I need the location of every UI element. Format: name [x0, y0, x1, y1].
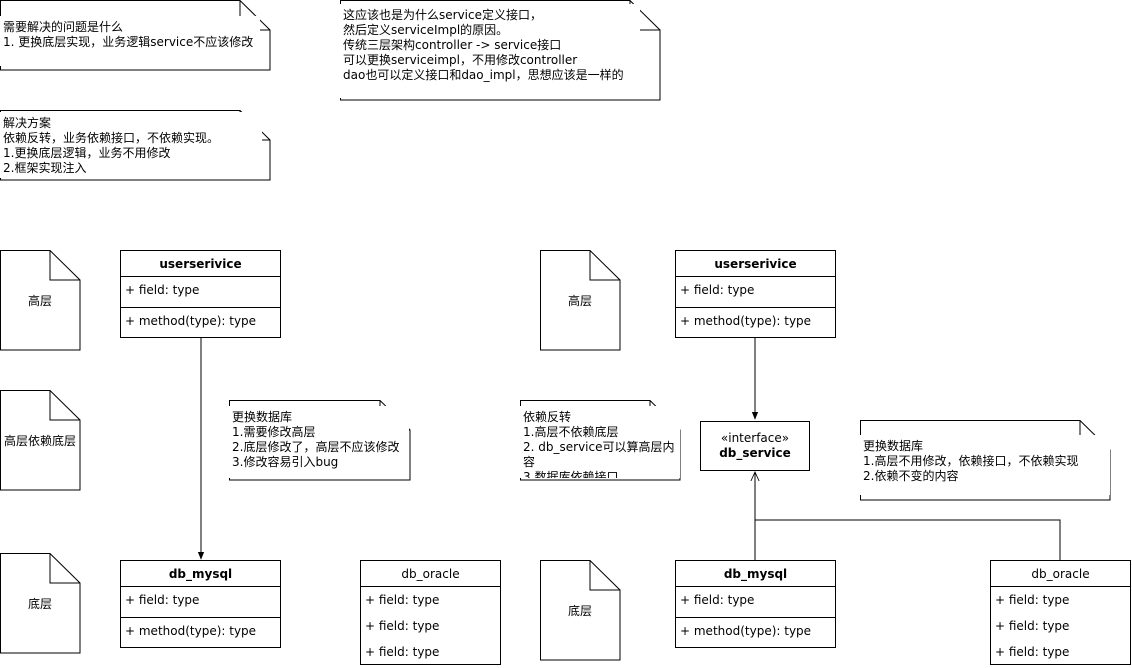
- class-divider: [676, 307, 835, 308]
- implements-line-oracle: [755, 519, 1061, 560]
- class-name: db_oracle: [361, 561, 500, 587]
- label-high-depends-low: 高层依赖底层: [3, 434, 76, 448]
- label-low-right: 底层: [567, 604, 592, 618]
- class-db-mysql-left[interactable]: db_mysql + field: type + method(type): t…: [120, 560, 281, 648]
- note-problem: 需要解决的问题是什么 1. 更换底层实现，业务逻辑service不应该修改: [0, 16, 260, 66]
- class-userservice-right[interactable]: userserivice + field: type + method(type…: [675, 250, 836, 338]
- class-method: + method(type): type: [680, 624, 812, 638]
- note-shape-low-right: [540, 560, 621, 661]
- class-field: + field: type: [125, 283, 200, 297]
- class-db-mysql-right[interactable]: db_mysql + field: type + method(type): t…: [675, 560, 836, 648]
- class-field: + field: type: [365, 593, 440, 607]
- class-field: + field: type: [680, 593, 755, 607]
- note-shape-low-left: [0, 553, 81, 654]
- class-method: + method(type): type: [125, 624, 257, 638]
- class-divider: [121, 617, 280, 618]
- class-field: + field: type: [365, 645, 440, 659]
- class-divider: [121, 307, 280, 308]
- class-name: userserivice: [121, 251, 280, 277]
- class-name: db_oracle: [991, 561, 1130, 587]
- note-solution: 解决方案 依赖反转，业务依赖接口，不依赖实现。 1.更换底层逻辑，业务不用修改 …: [0, 112, 262, 178]
- label-high-right: 高层: [567, 294, 592, 308]
- interface-stereotype: «interface»: [720, 431, 790, 445]
- note-shape-high-right: [540, 250, 621, 351]
- class-field: + field: type: [995, 619, 1070, 633]
- note-shape-high-left: [0, 250, 81, 351]
- note-shape-high-depends-low: [0, 390, 81, 491]
- class-db-oracle-right[interactable]: db_oracle + field: type + field: type + …: [990, 560, 1131, 665]
- note-change-db-right: 更换数据库 1.高层不用修改，依赖接口，不依赖实现 2.依赖不变的内容: [860, 435, 1110, 495]
- note-dip: 依赖反转 1.高层不依赖底层 2. db_service可以算高层内容 3.数据…: [520, 406, 680, 478]
- label-low-left: 底层: [27, 597, 52, 611]
- class-name: userserivice: [676, 251, 835, 277]
- interface-db-service[interactable]: «interface» db_service: [700, 421, 810, 471]
- class-field: + field: type: [995, 645, 1070, 659]
- class-db-oracle-left[interactable]: db_oracle + field: type + field: type + …: [360, 560, 501, 665]
- class-field: + field: type: [365, 619, 440, 633]
- class-method: + method(type): type: [125, 314, 257, 328]
- class-field: + field: type: [125, 593, 200, 607]
- interface-name: db_service: [719, 446, 791, 460]
- class-field: + field: type: [680, 283, 755, 297]
- class-divider: [676, 617, 835, 618]
- class-name: db_mysql: [121, 561, 280, 587]
- note-why-interface: 这应该也是为什么service定义接口， 然后定义serviceImpl的原因。…: [340, 4, 640, 98]
- class-name: db_mysql: [676, 561, 835, 587]
- label-high-left: 高层: [27, 294, 52, 308]
- class-field: + field: type: [995, 593, 1070, 607]
- class-method: + method(type): type: [680, 314, 812, 328]
- note-change-db-left: 更换数据库 1.需要修改高层 2.底层修改了，高层不应该修改 3.修改容易引入b…: [229, 406, 409, 478]
- class-userservice-left[interactable]: userserivice + field: type + method(type…: [120, 250, 281, 338]
